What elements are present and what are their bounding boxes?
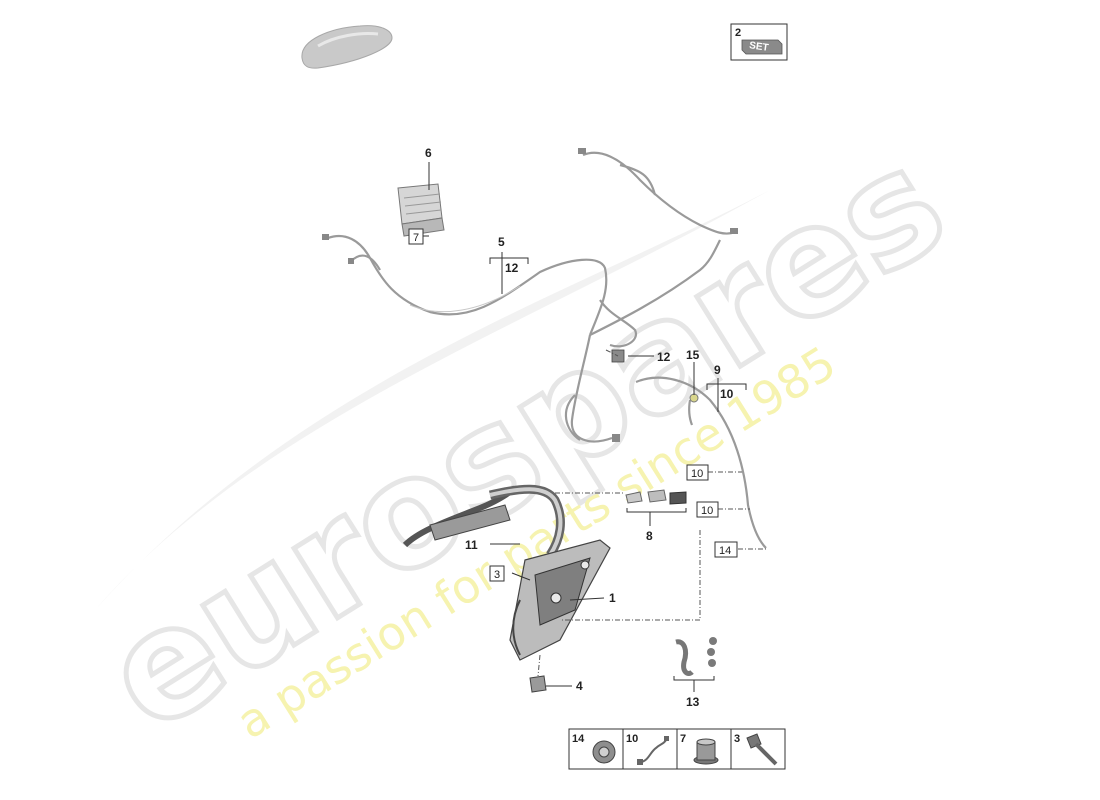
callout-11[interactable]: 11 — [465, 538, 478, 552]
callout-7[interactable]: 7 — [413, 232, 419, 244]
set-badge[interactable]: 2 SET — [730, 23, 788, 61]
legend-strip: 14 10 7 3 — [568, 728, 786, 770]
callout-8[interactable]: 8 — [646, 529, 653, 543]
legend-item-7[interactable]: 7 — [680, 733, 719, 765]
callout-5[interactable]: 5 — [498, 235, 505, 249]
callout-10-top[interactable]: 10 — [720, 387, 734, 401]
clip-icon — [637, 736, 669, 765]
legend-number: 7 — [680, 733, 686, 745]
callout-10-mid[interactable]: 10 — [691, 468, 703, 480]
callout-1[interactable]: 1 — [609, 591, 616, 605]
cable-part[interactable] — [635, 376, 767, 549]
callout-10-low[interactable]: 10 — [701, 505, 713, 517]
callout-12[interactable]: 12 — [657, 350, 671, 364]
legend-item-3[interactable]: 3 — [734, 733, 778, 766]
spacer-icon — [693, 738, 719, 765]
watermark: eurospares a passion for parts since 198… — [74, 113, 976, 768]
callout-15[interactable]: 15 — [686, 348, 700, 362]
legend-item-14[interactable]: 14 — [572, 733, 616, 764]
nut-icon — [592, 740, 616, 764]
set-badge-label: SET — [748, 40, 769, 54]
legend-item-10[interactable]: 10 — [626, 733, 669, 765]
callout-6[interactable]: 6 — [425, 146, 432, 160]
callout-3[interactable]: 3 — [494, 569, 500, 581]
car-silhouette-icon — [301, 25, 393, 69]
callout-12-top[interactable]: 12 — [505, 261, 519, 275]
legend-number: 10 — [626, 733, 638, 745]
leader-lines — [421, 162, 747, 692]
bolt-icon — [746, 733, 778, 766]
callout-13[interactable]: 13 — [686, 695, 700, 709]
control-unit-part[interactable] — [397, 183, 445, 237]
callout-4[interactable]: 4 — [576, 679, 583, 693]
callouts: 6 7 5 12 12 15 9 10 10 10 14 8 11 3 1 4 … — [408, 146, 738, 709]
reference-lines — [537, 471, 766, 677]
legend-number: 14 — [572, 733, 585, 745]
bracket-set-part[interactable] — [625, 489, 687, 505]
set-badge-number: 2 — [735, 27, 741, 39]
clip-part[interactable] — [529, 675, 547, 693]
lock-assembly-part[interactable] — [402, 484, 611, 661]
wiring-harness-part[interactable] — [322, 148, 738, 443]
mounting-kit-part[interactable] — [675, 637, 717, 676]
callout-14[interactable]: 14 — [719, 545, 731, 557]
legend-number: 3 — [734, 733, 740, 745]
watermark-brand: eurospares — [77, 115, 974, 765]
callout-9[interactable]: 9 — [714, 363, 721, 377]
